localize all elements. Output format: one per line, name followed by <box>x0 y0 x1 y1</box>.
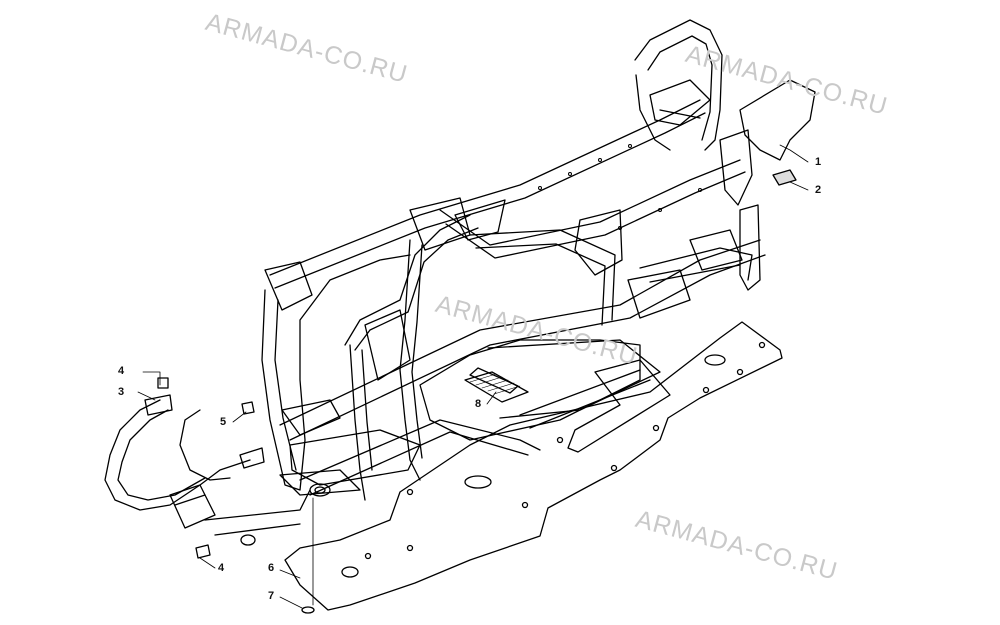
seat-bracket <box>574 209 623 276</box>
foot-rest <box>567 359 671 453</box>
shock-mount-6 <box>309 483 331 497</box>
rear-hoop-brace <box>649 79 711 126</box>
cross-tube <box>639 247 753 281</box>
front-crossmember <box>289 429 421 486</box>
fastener-5 <box>241 401 255 415</box>
seat-bracket <box>281 399 341 436</box>
callout-label: 4 <box>218 562 225 574</box>
upper-rail <box>445 171 746 259</box>
gusset-plate <box>454 199 506 241</box>
leader-lines <box>137 144 809 609</box>
callout-label: 7 <box>268 590 275 602</box>
skid-plate-hole <box>341 566 359 578</box>
front-bumper-plate <box>169 484 216 529</box>
upper-rail <box>269 99 701 276</box>
rear-hoop <box>647 35 713 141</box>
skid-plate-hole <box>464 475 492 489</box>
shock-mount-6-inner <box>314 486 326 494</box>
callout-label: 5 <box>220 416 227 428</box>
lower-rail <box>289 254 766 441</box>
rear-bracket <box>627 269 691 319</box>
callout-label: 6 <box>268 562 275 574</box>
gusset-plate <box>409 197 471 251</box>
callout-label: 3 <box>118 386 125 398</box>
front-bumper-bracket <box>144 394 173 416</box>
center-pillar <box>361 349 373 471</box>
upper-rail <box>274 112 706 289</box>
cross-tube <box>469 229 616 321</box>
front-hoop <box>261 254 411 491</box>
floor-channel <box>487 339 661 419</box>
rail-holes <box>538 144 702 230</box>
foot-pad-8 <box>464 371 529 403</box>
center-pillar <box>411 244 423 459</box>
decal-2 <box>772 169 797 186</box>
front-crossmember <box>279 469 361 496</box>
foot-pad-8-texture <box>469 373 521 395</box>
rear-hoop <box>635 74 671 151</box>
gusset-plate <box>264 261 313 311</box>
fastener-4-top <box>157 377 169 389</box>
skid-plate <box>284 321 783 611</box>
front-bumper <box>117 409 206 501</box>
rear-hoop-brace <box>659 109 701 119</box>
skid-plate-bolt-holes <box>364 341 766 560</box>
skid-plate-hole <box>704 354 726 366</box>
front-tube-end <box>240 534 256 546</box>
cross-tube <box>649 264 741 283</box>
foot-rest-tube <box>519 369 651 429</box>
callout-label: 1 <box>815 156 822 168</box>
gusset-plate <box>364 309 411 381</box>
front-lower-tube <box>204 489 311 536</box>
washer-7 <box>301 606 315 614</box>
rear-hoop <box>634 19 723 151</box>
rear-bracket <box>739 204 761 291</box>
callout-label: 2 <box>815 184 822 196</box>
cross-tube <box>475 243 606 326</box>
rear-shock-mount <box>739 79 816 161</box>
front-bumper <box>179 409 231 481</box>
lower-rail <box>309 431 529 496</box>
fastener-4-bottom <box>195 544 211 559</box>
front-bumper-bracket <box>239 447 265 469</box>
front-hoop <box>274 299 297 471</box>
front-bumper <box>104 399 251 511</box>
callout-label: 8 <box>475 398 482 410</box>
upper-rail <box>439 159 741 246</box>
center-pillar <box>349 344 366 501</box>
lower-rail <box>299 419 541 481</box>
front-bumper-plate <box>174 494 206 506</box>
rear-bracket <box>719 129 753 206</box>
rear-bracket <box>689 229 743 271</box>
callout-label: 4 <box>118 365 125 377</box>
